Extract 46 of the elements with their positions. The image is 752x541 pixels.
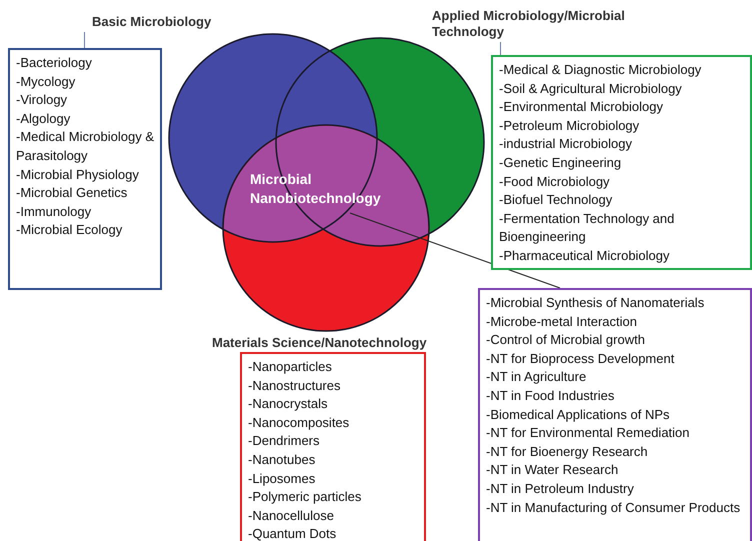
list-item: -Nanocellulose [248,506,335,525]
list-item: -Liposomes [248,470,316,488]
category-heading: Applied Microbiology/Microbial Technology [432,8,626,40]
list-item: -Virology [16,91,68,110]
list-item: -Bacteriology [16,54,93,72]
list-item: -Mycology [16,72,76,91]
list-item: -Microbial Physiology [16,166,140,184]
list-item: -Soil & Agricultural Microbiology [499,80,683,98]
list-item: -Microbial Ecology [16,221,124,240]
list-item: -Nanotubes [248,450,316,469]
list-item: -Microbial Genetics [16,184,128,202]
list-item: -Polymeric particles [248,488,362,506]
list-item: -Quantum Dots [248,525,338,541]
list-item: -NT in Manufacturing of Consumer Products [486,498,742,517]
list-item: -Genetic Engineering [499,154,622,172]
list-item: -Immunology [16,202,92,221]
list-item: -NT in Petroleum Industry [486,480,635,498]
list-item: -NT in Agriculture [486,368,588,386]
list-item: -Environmental Microbiology [499,98,664,116]
leader-line [350,212,560,288]
list-item: -Biofuel Technology [499,191,614,210]
list-item: -Fermentation Technology and Bioengineering [499,210,676,246]
list-item: -Petroleum Microbiology [499,116,640,135]
list-item: -NT in Water Research [486,461,620,480]
list-item: -Algology [16,110,72,128]
list-item: -industrial Microbiology [499,135,633,154]
list-item: -Biomedical Applications of NPs [486,406,671,424]
list-item: -NT in Food Industries [486,386,616,405]
venn-circle [222,124,430,332]
category-heading: Materials Science/Nanotechnology [212,335,428,351]
list-item: -Pharmaceutical Microbiology [499,246,671,265]
list-item: -Dendrimers [248,432,321,450]
list-item: -NT for Bioprocess Development [486,350,676,368]
list-item: -Control of Microbial growth [486,331,646,350]
category-heading: Basic Microbiology [92,14,212,30]
list-item: -Medical & Diagnostic Microbiology [499,61,702,79]
list-item: -Food Microbiology [499,172,611,191]
list-item: -NT for Bioenergy Research [486,442,649,461]
list-item: -Microbial Synthesis of Nanomaterials [486,294,706,312]
list-item: -Nanocrystals [248,395,328,414]
list-item: -NT for Environmental Remediation [486,424,691,442]
list-item: -Microbe-metal Interaction [486,312,638,331]
list-item: -Medical Microbiology & Parasitology [16,128,154,165]
list-item: -Nanoparticles [248,358,333,376]
list-item: -Nanocomposites [248,414,350,432]
list-item: -Nanostructures [248,376,342,395]
